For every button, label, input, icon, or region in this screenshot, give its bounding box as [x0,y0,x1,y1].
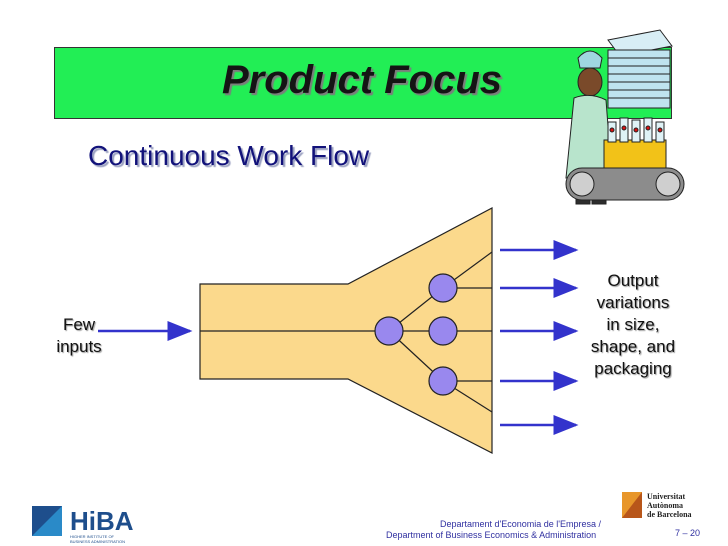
output-label-line-2: variations [578,292,688,314]
output-label-line-5: packaging [578,358,688,380]
output-label-line-3: in size, [578,314,688,336]
input-label-line-1: Few [40,314,118,336]
output-label-line-4: shape, and [578,336,688,358]
page-number: 7 – 20 [675,528,700,538]
process-node-middle [429,317,457,345]
input-label: Few inputs [40,314,118,358]
output-label: Output variations in size, shape, and pa… [578,270,688,380]
process-node-main [375,317,403,345]
footer-dept-english: Department of Business Economics & Admin… [386,530,596,540]
process-node-upper [429,274,457,302]
input-label-line-2: inputs [40,336,118,358]
process-node-lower [429,367,457,395]
output-label-line-1: Output [578,270,688,292]
footer-dept-catalan: Departament d'Economia de l'Empresa / [440,519,601,529]
